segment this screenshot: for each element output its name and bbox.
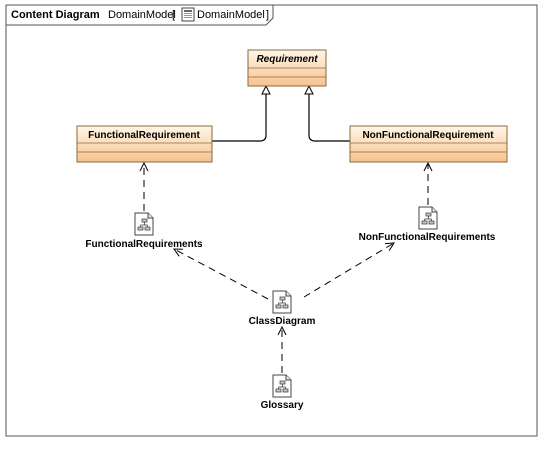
class-diagram-icon [272, 290, 292, 314]
dependency-classdiagram-to-nonfunctionalreqs[interactable] [303, 243, 394, 298]
diagram-node-label: ClassDiagram [249, 316, 316, 327]
diagram-node-glossary[interactable]: Glossary [261, 374, 304, 411]
dependency-classdiagram-to-functionalreqs[interactable] [174, 249, 269, 300]
frame-ref-name: DomainModel [197, 9, 265, 21]
generalization-arrowhead-nonfunctional [304, 84, 314, 95]
frame-ref-icon [181, 7, 195, 22]
generalization-arrowhead-functional [261, 84, 271, 95]
diagram-node-label: FunctionalRequirements [85, 239, 203, 250]
class-functional-requirement[interactable]: FunctionalRequirement [76, 125, 213, 163]
frame-ref-open: [ [172, 9, 175, 21]
frame-ref-close: ] [266, 9, 269, 21]
class-name: FunctionalRequirement [88, 130, 200, 141]
class-requirement[interactable]: Requirement [247, 49, 327, 87]
class-name: Requirement [256, 54, 318, 65]
diagram-node-class-diagram[interactable]: ClassDiagram [249, 290, 316, 327]
generalization-functional[interactable] [212, 94, 267, 142]
class-diagram-icon [418, 206, 438, 230]
class-diagram-icon [134, 212, 154, 236]
generalization-edges [212, 84, 350, 142]
dependency-edges [144, 163, 428, 373]
frame-kind-label: Content Diagram [11, 9, 100, 21]
class-diagram-icon [272, 374, 292, 398]
generalization-nonfunctional[interactable] [308, 94, 350, 142]
diagram-node-nonfunctional-requirements[interactable]: NonFunctionalRequirements [359, 206, 496, 243]
frame-header-tab [5, 4, 274, 26]
class-name: NonFunctionalRequirement [362, 130, 494, 141]
diagram-node-functional-requirements[interactable]: FunctionalRequirements [85, 212, 203, 250]
diagram-node-label: NonFunctionalRequirements [359, 232, 496, 243]
diagram-node-label: Glossary [261, 400, 304, 411]
class-nonfunctional-requirement[interactable]: NonFunctionalRequirement [349, 125, 508, 163]
frame-name: DomainModel [108, 9, 176, 21]
